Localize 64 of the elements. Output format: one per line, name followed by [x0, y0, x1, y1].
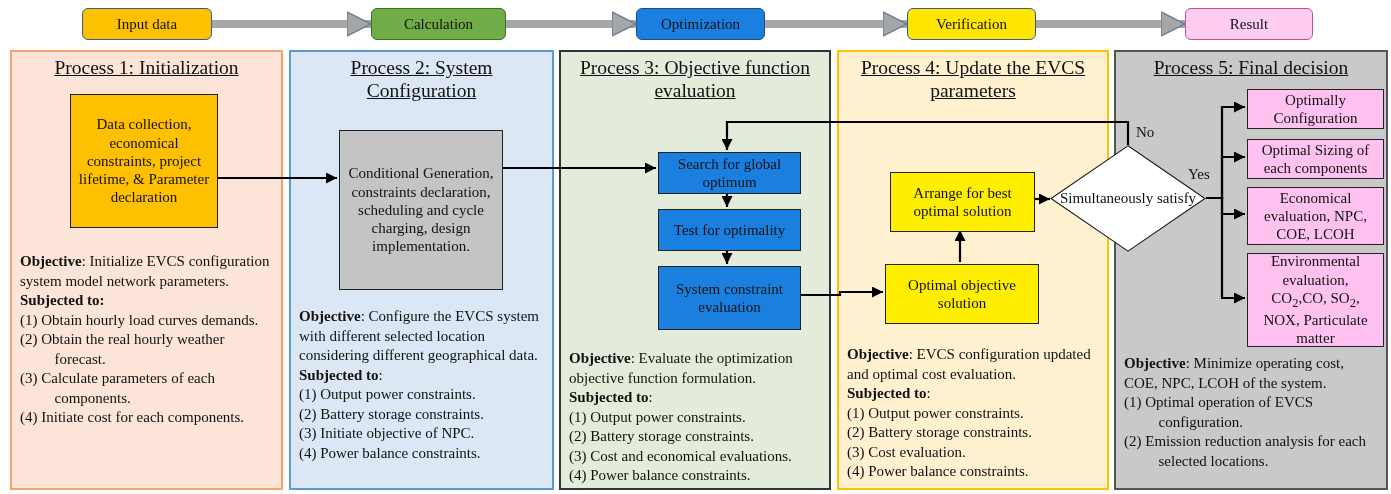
list-item: (4) Power balance constraints. — [847, 462, 1030, 481]
condition-heading: Subjected to: — [569, 388, 654, 407]
panel-heading: Process 3: Objective function evaluation — [578, 56, 812, 103]
list-item: (1) Optimal operation of EVCS configuration. — [1124, 393, 1315, 432]
arrow — [721, 120, 1130, 150]
process-box: Optimally Configuration — [1247, 89, 1384, 129]
arrow — [954, 230, 966, 262]
process-panel — [289, 50, 554, 490]
panel-heading: Process 2: System Configuration — [349, 56, 494, 103]
process-box: Optimal Sizing of each components — [1247, 139, 1384, 179]
process-box: Environmental evaluation, CO$_{2}$,CO, SO$_{2}$, NOX, Particulate matter — [1247, 253, 1384, 347]
list-item: (4) Power balance constraints. — [569, 466, 752, 485]
stage-box: Optimization — [636, 8, 765, 40]
list-item: (4) Power balance constraints. — [299, 443, 482, 463]
list-item: (3) Cost and economical evaluations. — [569, 446, 793, 466]
process-panel — [559, 50, 831, 490]
process-box: Data collection, economical constraints, project lifetime, & Parameter declaration — [70, 94, 218, 228]
list-item: (2) Emission reduction analysis for each selected locations. — [1124, 432, 1367, 471]
list-item: (2) Obtain the real hourly weather forecast. — [20, 330, 226, 369]
list-item: (1) Output power constraints. — [847, 403, 1025, 423]
list-item: (3) Calculate parameters of each components. — [20, 369, 216, 408]
list-item: (1) Output power constraints. — [569, 407, 747, 427]
stage-box: Result — [1185, 8, 1313, 40]
flow-arrow — [212, 11, 372, 37]
list-item: (1) Output power constraints. — [299, 385, 477, 404]
process-panel — [10, 50, 283, 490]
panel-heading: Process 4: Update the EVCS parameters — [859, 56, 1087, 103]
objective-text: Objective: Initialize EVCS configuration system model network parameters. — [20, 252, 271, 291]
process-box: System constraint evaluation — [658, 266, 801, 330]
process-box: Conditional Generation, constraints declaration, scheduling and cycle charging, design implementation. — [339, 130, 503, 290]
stage-box: Input data — [82, 8, 212, 40]
stage-box: Calculation — [371, 8, 506, 40]
objective-text: Objective: Configure the EVCS system with different selected location considering different geographical data. — [299, 307, 540, 365]
arrow — [721, 192, 733, 207]
condition-heading: Subjected to: — [299, 365, 384, 385]
process-box: Test for optimality — [658, 209, 801, 251]
process-box: Search for global optimum — [658, 152, 801, 194]
process-box: Economical evaluation, NPC, COE, LCOH — [1247, 187, 1384, 245]
flow-arrow — [506, 11, 637, 37]
process-box: Optimal objective solution — [885, 264, 1039, 324]
panel-heading: Process 1: Initialization — [53, 56, 240, 80]
list-item: (2) Battery storage constraints. — [847, 423, 1033, 442]
condition-heading: Subjected to: — [20, 291, 106, 310]
condition-heading: Subjected to: — [847, 384, 932, 403]
arrow — [216, 172, 337, 184]
objective-text: Objective: Minimize operating cost, COE, NPC, LCOH of the system. — [1124, 354, 1345, 393]
arrow — [721, 249, 733, 264]
list-item: (3) Initiate objective of NPC. — [299, 424, 476, 443]
arrow — [799, 286, 883, 298]
list-item: (2) Battery storage constraints. — [569, 427, 755, 446]
list-item: (4) Initiate cost for each components. — [20, 408, 246, 427]
list-item: (2) Battery storage constraints. — [299, 404, 485, 424]
objective-text: Objective: EVCS configuration updated and optimal cost evaluation. — [847, 345, 1092, 384]
flow-arrow — [1036, 11, 1186, 37]
arrow — [1033, 193, 1050, 205]
flow-arrow — [765, 11, 908, 37]
list-item: (3) Cost evaluation. — [847, 442, 967, 462]
arrow — [1206, 196, 1245, 304]
stage-box: Verification — [907, 8, 1036, 40]
process-box: Arrange for best optimal solution — [890, 172, 1035, 232]
objective-text: Objective: Evaluate the optimization objective function formulation. — [569, 349, 794, 388]
panel-heading: Process 5: Final decision — [1152, 56, 1350, 80]
list-item: (1) Obtain hourly load curves demands. — [20, 310, 260, 330]
arrow — [501, 162, 656, 174]
